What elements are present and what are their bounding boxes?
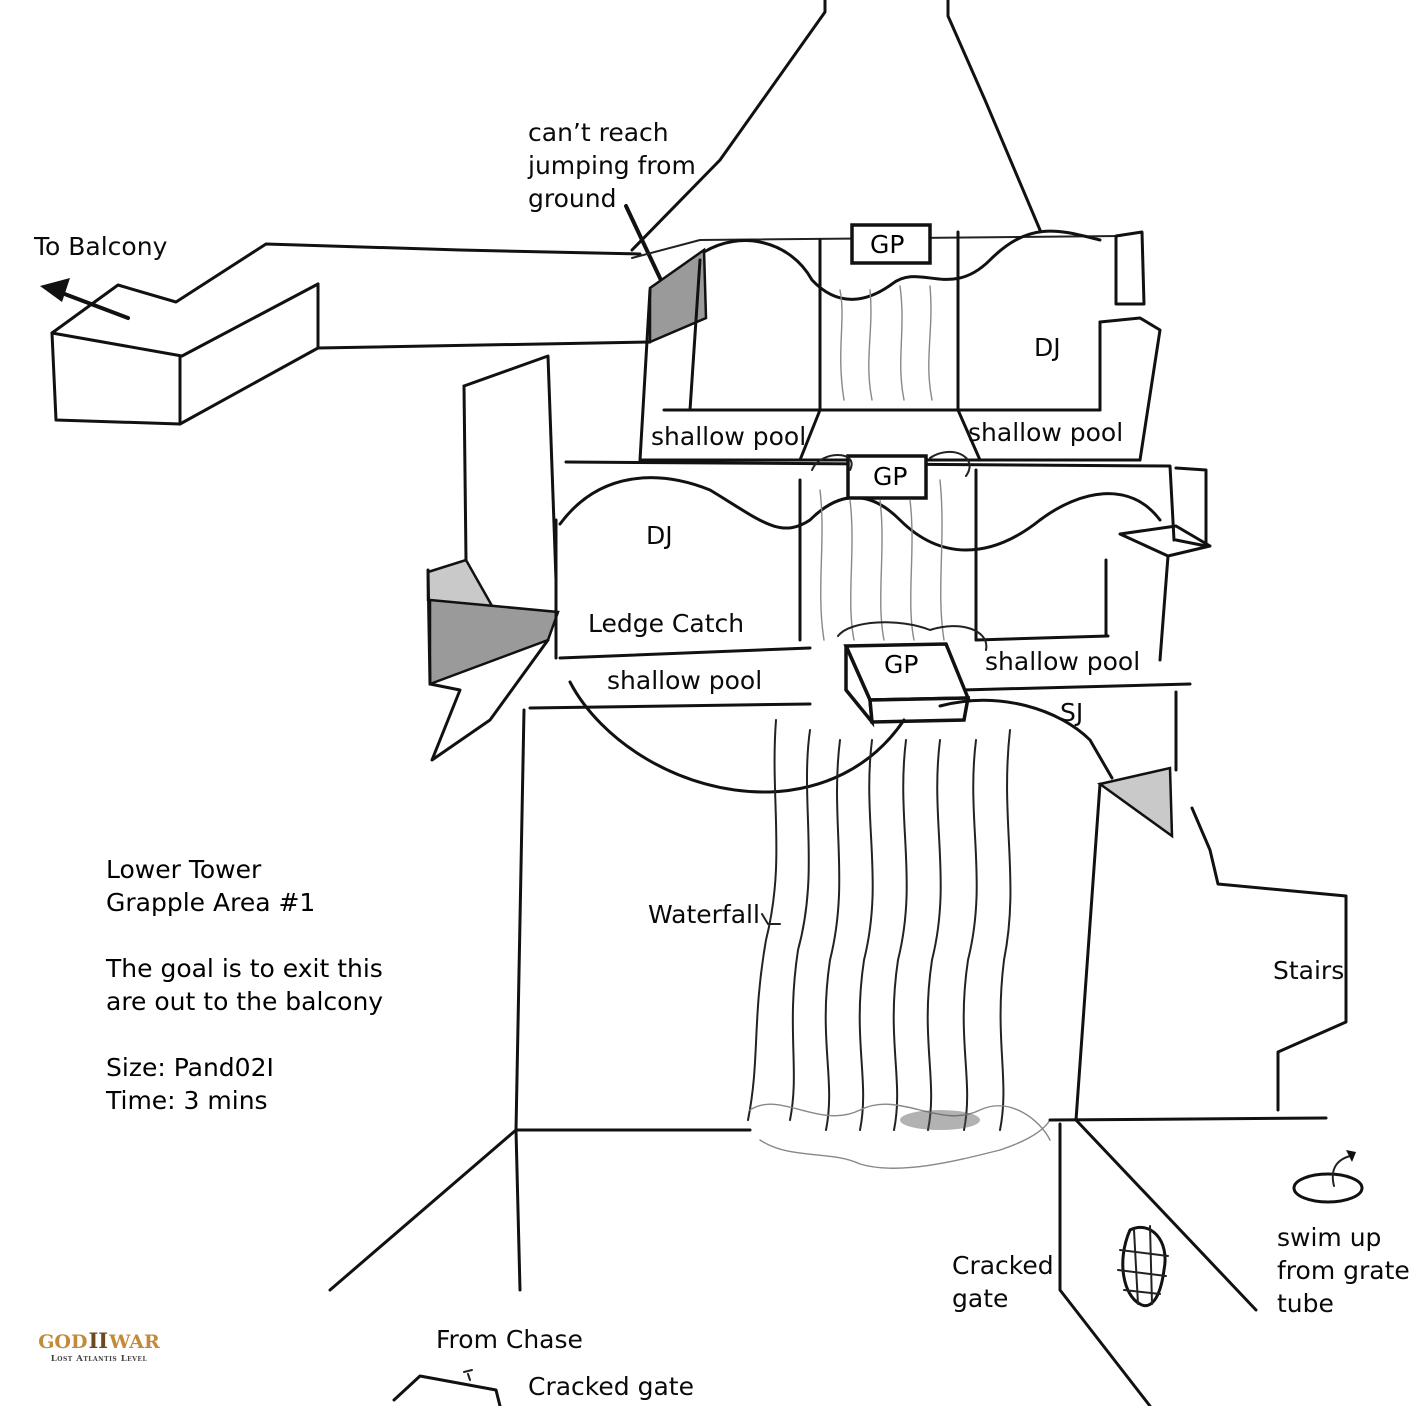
- area-name-line-1: Lower Tower: [106, 855, 262, 884]
- cracked-gate-right-line-2: gate: [952, 1284, 1009, 1313]
- cant-reach-note: can’t reach jumping from ground: [528, 116, 696, 215]
- swim-up-line-3: tube: [1277, 1289, 1334, 1318]
- grapple-point-lower: GP: [884, 650, 919, 679]
- cracked-gate-right-line-1: Cracked: [952, 1251, 1054, 1280]
- double-jump-left-label: DJ: [646, 521, 673, 550]
- cracked-gate-right-label: Cracked gate: [952, 1249, 1054, 1315]
- to-balcony-arrow-icon: [40, 278, 130, 320]
- left-pillar: [426, 354, 560, 762]
- middle-tier: [554, 450, 1212, 662]
- from-chase-label: From Chase: [436, 1325, 583, 1354]
- goal-line-1: The goal is to exit this: [106, 954, 383, 983]
- area-notes: Lower Tower Grapple Area #1 The goal is …: [106, 853, 383, 1117]
- logo-subtitle: Lost Atlantis Level: [50, 1354, 148, 1364]
- ground-floor: [328, 806, 1364, 1406]
- size-note: Size: Pand02I: [106, 1053, 274, 1082]
- swim-up-line-1: swim up: [1277, 1223, 1382, 1252]
- top-tier: [631, 223, 1162, 462]
- upper-tower-outline: [630, 0, 1042, 252]
- shallow-pool-top-left-label: shallow pool: [651, 422, 807, 451]
- cant-reach-line-3: ground: [528, 184, 617, 213]
- swim-up-label: swim up from grate tube: [1277, 1221, 1410, 1320]
- waterfall-label: Waterfall: [648, 900, 760, 929]
- shallow-pool-lower-left-label: shallow pool: [607, 666, 763, 695]
- shallow-pool-lower-right-label: shallow pool: [985, 647, 1141, 676]
- grapple-point-top: GP: [870, 230, 905, 259]
- time-note: Time: 3 mins: [106, 1086, 268, 1115]
- logo-title-right: WAR: [109, 1331, 160, 1353]
- logo-title: GODIIWAR: [34, 1328, 164, 1353]
- cant-reach-line-2: jumping from: [528, 151, 696, 180]
- to-balcony-label: To Balcony: [34, 232, 168, 261]
- area-name-line-2: Grapple Area #1: [106, 888, 316, 917]
- single-jump-label: SJ: [1060, 698, 1084, 727]
- balcony-walkway: [50, 242, 652, 426]
- lower-tier: [514, 621, 1192, 1132]
- stairs-label: Stairs: [1273, 956, 1345, 985]
- double-jump-right-label: DJ: [1034, 333, 1061, 362]
- shallow-pool-top-right-label: shallow pool: [968, 418, 1124, 447]
- cant-reach-line-1: can’t reach: [528, 118, 669, 147]
- ledge-catch-label: Ledge Catch: [588, 609, 745, 638]
- logo-roman-numeral-icon: II: [88, 1328, 109, 1353]
- logo-title-left: GOD: [38, 1331, 88, 1353]
- cracked-gate-bottom-label: Cracked gate: [528, 1372, 694, 1401]
- goal-line-2: are out to the balcony: [106, 987, 384, 1016]
- grapple-point-middle: GP: [873, 462, 908, 491]
- god-of-war-logo: GODIIWAR Lost Atlantis Level: [34, 1328, 164, 1364]
- waterfall-lines: [747, 719, 1051, 1169]
- swim-up-line-2: from grate: [1277, 1256, 1410, 1285]
